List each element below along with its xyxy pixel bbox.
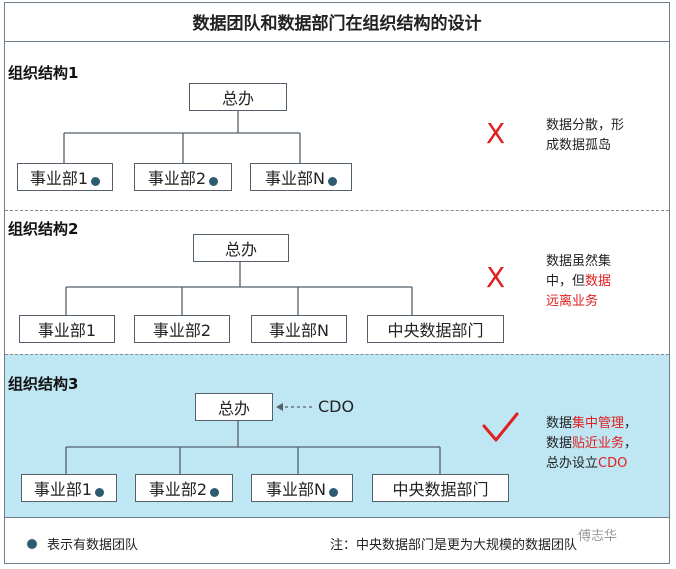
note-line: 总办设立CDO [546, 454, 637, 474]
note-text-highlight: 贴近业务 [572, 436, 625, 451]
unit-box-2-3: 事业部N [251, 315, 347, 343]
note-text: 总办设立 [546, 456, 599, 471]
note-text: 成数据孤岛 [546, 138, 612, 153]
root-box-3: 总办 [195, 393, 273, 421]
note-text: 数据 [546, 416, 573, 431]
unit-box-3-1: 事业部1 [21, 474, 117, 502]
legend-label: 表示有数据团队 [47, 538, 139, 553]
unit-label: 事业部N [266, 480, 326, 499]
note-text: 数据虽然集 [546, 254, 612, 269]
unit-label: 事业部2 [148, 480, 208, 499]
note-text-highlight: CDO [598, 456, 628, 471]
data-team-dot [95, 487, 105, 497]
note-line: 数据分散，形 [546, 116, 624, 136]
data-team-dot [210, 487, 220, 497]
note-text-highlight: 数据 [585, 274, 612, 289]
note-line: 远离业务 [546, 292, 611, 312]
note-text: 数据 [546, 436, 573, 451]
note-text-highlight: 集中管理 [572, 416, 625, 431]
note-line: 中，但数据 [546, 272, 611, 292]
root-box-1: 总办 [189, 83, 287, 111]
footnote-text: 注：中央数据部门是更为大规模的数据团队 [330, 538, 578, 553]
note-text: 数据分散，形 [546, 118, 625, 133]
watermark: 傅志华 [578, 529, 618, 544]
diagram-title: 数据团队和数据部门在组织结构的设计 [4, 2, 670, 42]
root-box-2: 总办 [193, 234, 289, 262]
x-mark-2: X [486, 261, 506, 294]
note-line: 数据集中管理， [546, 414, 637, 434]
footnote: 注：中央数据部门是更为大规模的数据团队 [330, 534, 577, 553]
section-2 [5, 210, 669, 354]
unit-label: 事业部2 [147, 169, 207, 188]
note-1: 数据分散，形 成数据孤岛 [546, 116, 624, 156]
unit-box-1-3: 事业部N [250, 163, 352, 191]
unit-box-2-1: 事业部1 [19, 315, 115, 343]
section-1-label: 组织结构1 [8, 64, 79, 82]
data-team-dot [327, 176, 337, 186]
data-team-dot [27, 538, 37, 549]
note-text: ， [624, 436, 638, 451]
note-3: 数据集中管理， 数据贴近业务， 总办设立CDO [546, 414, 637, 474]
unit-box-3-3: 事业部N [251, 474, 353, 502]
note-text: ， [624, 416, 638, 431]
data-team-dot [328, 487, 338, 497]
data-team-dot [209, 176, 219, 186]
unit-box-2-2: 事业部2 [134, 315, 230, 343]
section-2-label: 组织结构2 [8, 220, 79, 238]
unit-box-3-4: 中央数据部门 [372, 474, 509, 502]
note-text: 中，但 [546, 274, 586, 289]
unit-box-1-1: 事业部1 [17, 163, 113, 191]
unit-box-1-2: 事业部2 [134, 163, 232, 191]
note-2: 数据虽然集 中，但数据 远离业务 [546, 252, 611, 312]
unit-label: 事业部1 [33, 480, 93, 499]
data-team-dot [91, 176, 101, 186]
cdo-label: CDO [318, 397, 355, 416]
x-mark-1: X [486, 117, 506, 150]
note-line: 数据贴近业务， [546, 434, 637, 454]
note-text-highlight: 远离业务 [546, 294, 599, 309]
unit-box-2-4: 中央数据部门 [367, 315, 504, 343]
section-3-label: 组织结构3 [8, 375, 79, 393]
unit-label: 事业部N [265, 169, 325, 188]
legend: 表示有数据团队 [24, 534, 138, 553]
unit-box-3-2: 事业部2 [135, 474, 233, 502]
unit-label: 事业部1 [29, 169, 89, 188]
note-line: 数据虽然集 [546, 252, 611, 272]
note-line: 成数据孤岛 [546, 136, 624, 156]
